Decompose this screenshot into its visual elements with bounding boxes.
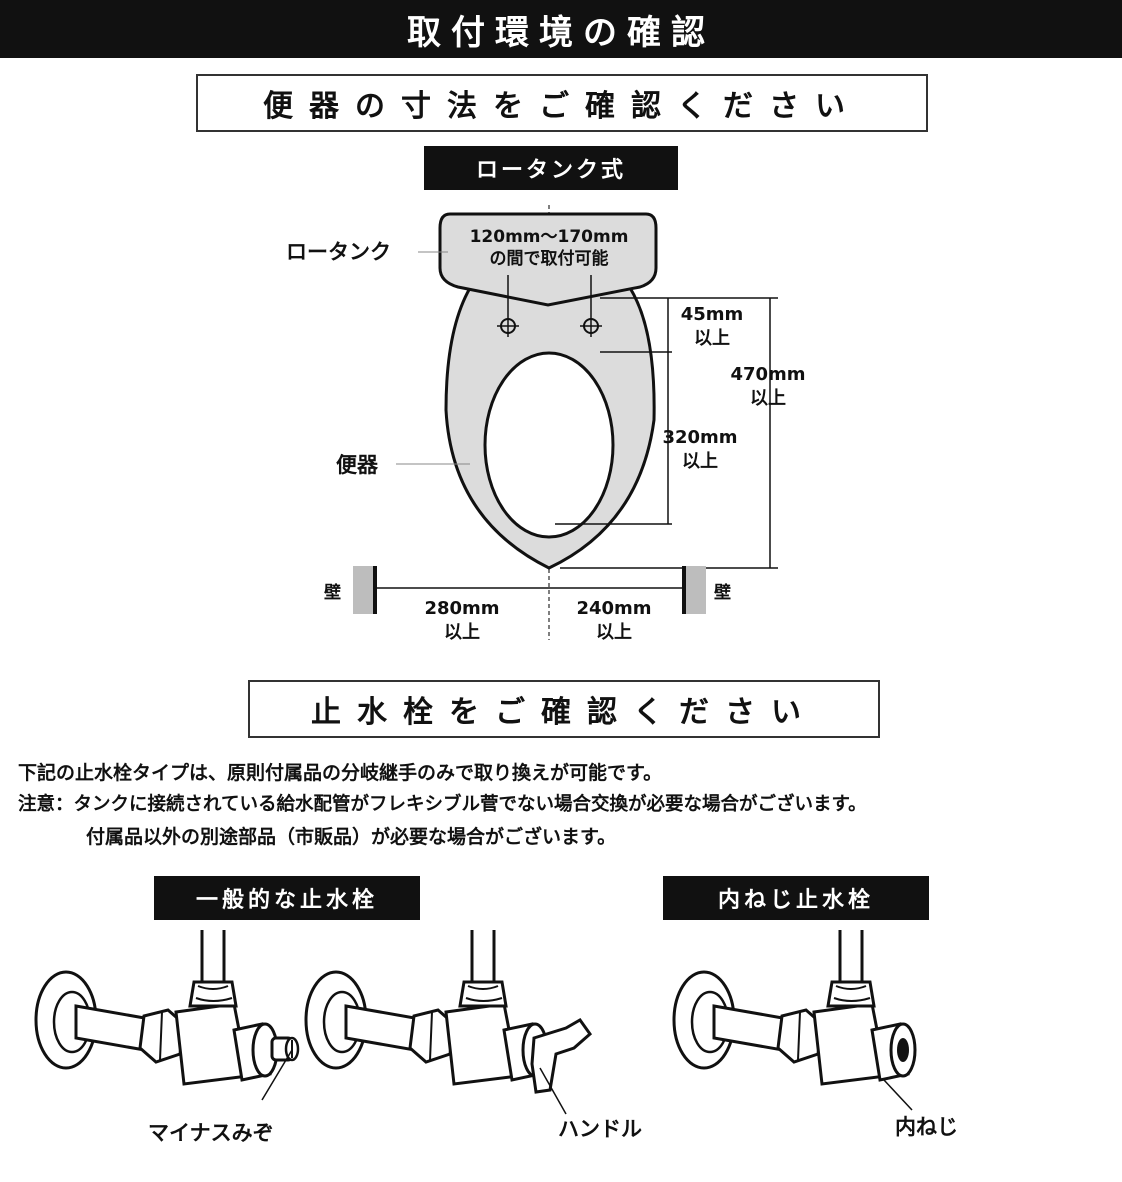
general-valve-label: 一般的な止水栓 xyxy=(154,876,420,920)
wall-left xyxy=(353,566,373,614)
page-title: 取付環境の確認 xyxy=(0,0,1122,58)
toilet-dimension-section-title: 便器の寸法をご確認ください xyxy=(196,74,928,132)
dim-45mm-suffix: 以上 xyxy=(694,328,730,349)
bowl-label: 便器 xyxy=(336,453,379,477)
dim-320mm-value: 320mm xyxy=(662,427,737,448)
valve-note-line1: 下記の止水栓タイプは、原則付属品の分岐継手のみで取り換えが可能です。 xyxy=(18,762,663,784)
dim-280mm-value: 280mm xyxy=(424,598,499,619)
wall-right xyxy=(686,566,706,614)
dim-45mm-value: 45mm xyxy=(681,304,744,325)
valve-handle xyxy=(304,930,593,1094)
water-valve-section-title: 止水栓をご確認ください xyxy=(248,680,880,738)
low-tank-type-label: ロータンク式 xyxy=(424,146,678,190)
low-tank xyxy=(438,212,658,307)
dim-240mm-value: 240mm xyxy=(576,598,651,619)
valve-inner-thread xyxy=(672,930,917,1086)
valve-minus-slot xyxy=(34,930,300,1086)
toilet-dimension-diagram: 120mm～170mm の間で取付可能 ロータンク 便器 45mm 以上 320… xyxy=(286,205,806,643)
bolt-hole-left xyxy=(497,315,519,337)
dim-470mm-value: 470mm xyxy=(730,364,805,385)
wall-right-label: 壁 xyxy=(714,582,731,603)
dim-280mm-suffix: 以上 xyxy=(444,622,480,643)
low-tank-label: ロータンク xyxy=(286,240,391,264)
inner-thread-label: 内ねじ xyxy=(895,1115,958,1139)
water-valve-illustrations: マイナスみぞ ハンドル 内ねじ xyxy=(34,930,958,1145)
toilet-bowl-opening xyxy=(483,351,615,539)
inner-thread-valve-label: 内ねじ止水栓 xyxy=(663,876,929,920)
tank-range-line2: の間で取付可能 xyxy=(490,248,609,269)
minus-slot-label: マイナスみぞ xyxy=(148,1121,274,1145)
valve-note-line3: 付属品以外の別途部品（市販品）が必要な場合がございます。 xyxy=(86,826,617,848)
valve-note-line2: 注意：タンクに接続されている給水配管がフレキシブル菅でない場合交換が必要な場合が… xyxy=(18,794,867,815)
wall-left-label: 壁 xyxy=(324,582,341,603)
dim-470mm-suffix: 以上 xyxy=(750,388,786,409)
tank-range-line1: 120mm～170mm xyxy=(470,227,629,247)
dim-240mm-suffix: 以上 xyxy=(596,622,632,643)
handle-label: ハンドル xyxy=(558,1117,642,1141)
bolt-hole-right xyxy=(580,315,602,337)
dim-320mm-suffix: 以上 xyxy=(682,451,718,472)
